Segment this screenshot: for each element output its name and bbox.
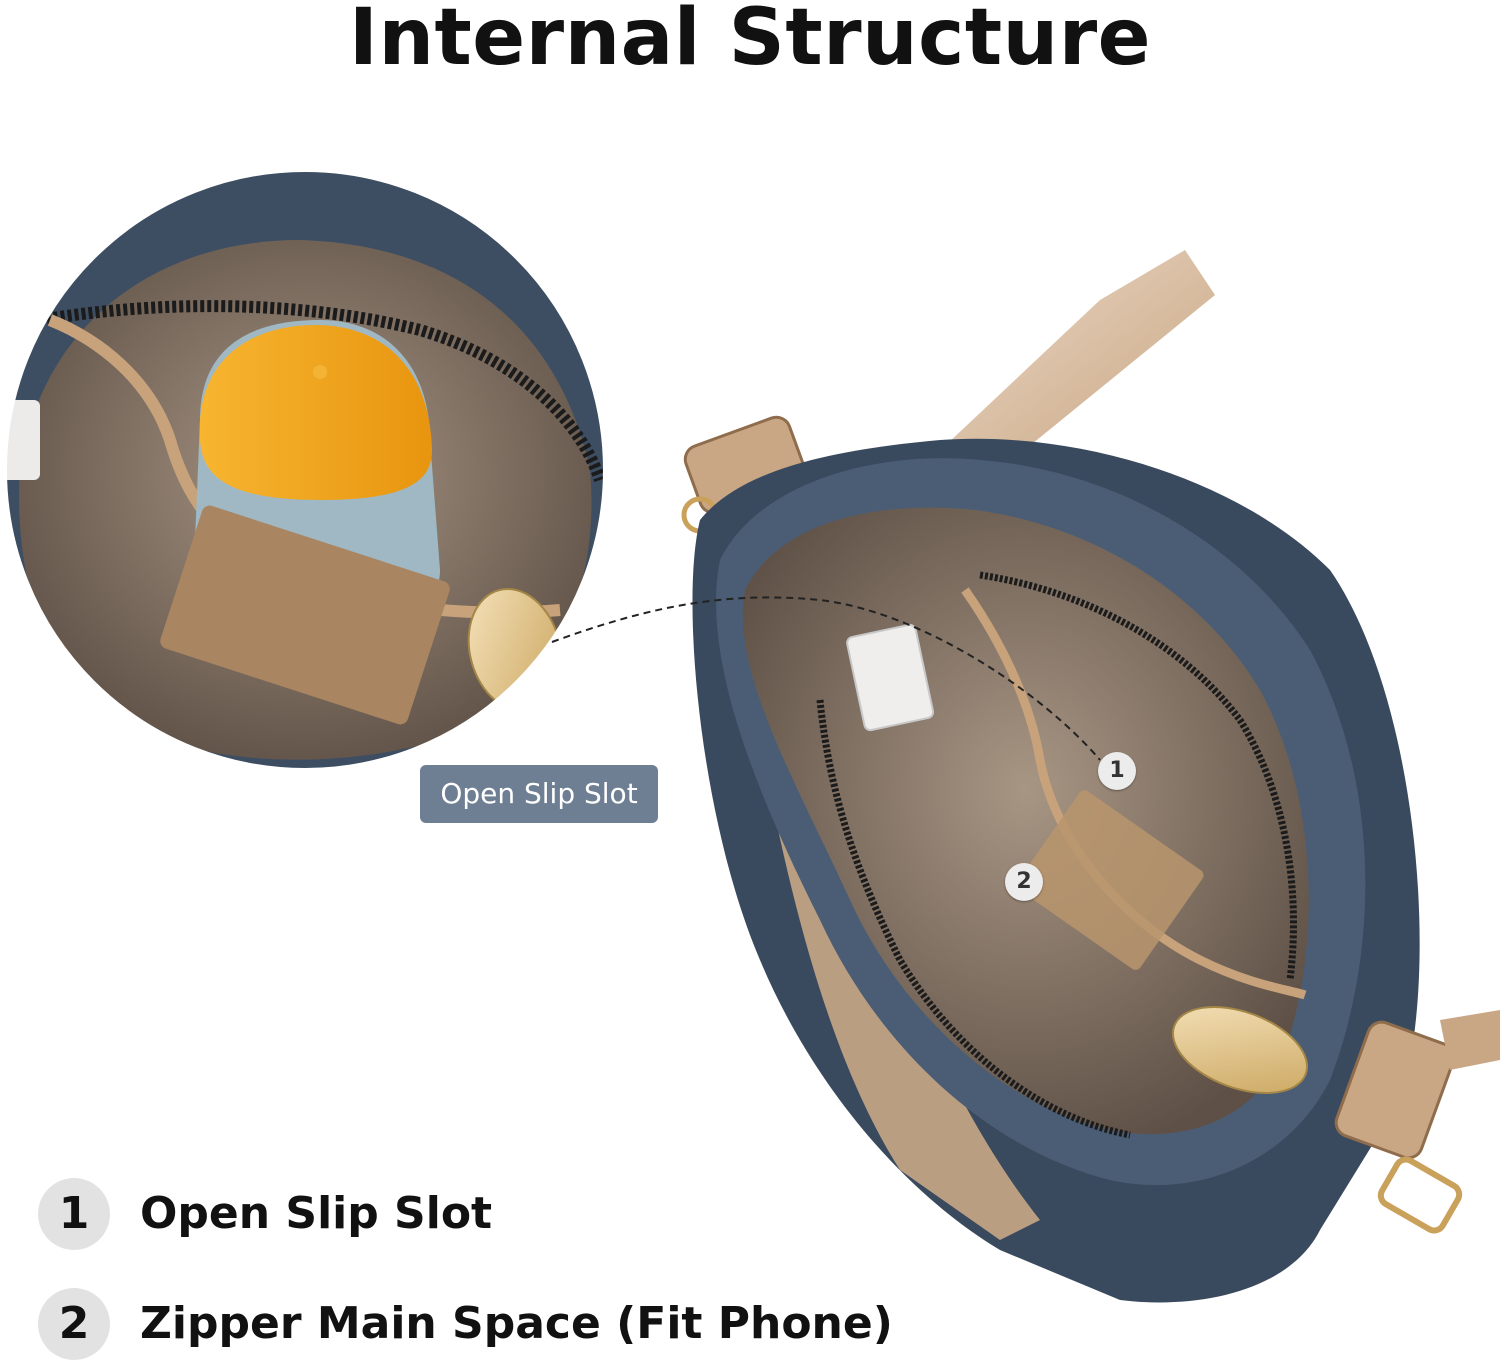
legend-number: 2 (38, 1288, 110, 1360)
leader-line (551, 596, 1101, 761)
legend-label: Zipper Main Space (Fit Phone) (140, 1298, 893, 1349)
strap-tail-right (1440, 1010, 1500, 1070)
legend-number: 1 (38, 1178, 110, 1250)
bag-photo (681, 250, 1500, 1303)
legend-label: Open Slip Slot (140, 1188, 493, 1239)
zipper-puller (1171, 1006, 1309, 1094)
page-title: Internal Structure (348, 0, 1152, 83)
care-label (846, 623, 935, 732)
callout-label: Open Slip Slot (420, 765, 658, 823)
zoom-inset (5, 170, 605, 770)
inner-zipper-2 (979, 571, 1297, 981)
zoom-inset-border (3, 168, 607, 772)
bag-strap (930, 250, 1215, 470)
strap-buckle-right (1377, 1156, 1463, 1234)
brand-patch (1016, 790, 1204, 970)
inner-zipper (816, 699, 1131, 1139)
strap-loop-right (1334, 1020, 1456, 1160)
marker-2: 2 (1005, 863, 1043, 901)
marker-1: 1 (1098, 752, 1136, 790)
